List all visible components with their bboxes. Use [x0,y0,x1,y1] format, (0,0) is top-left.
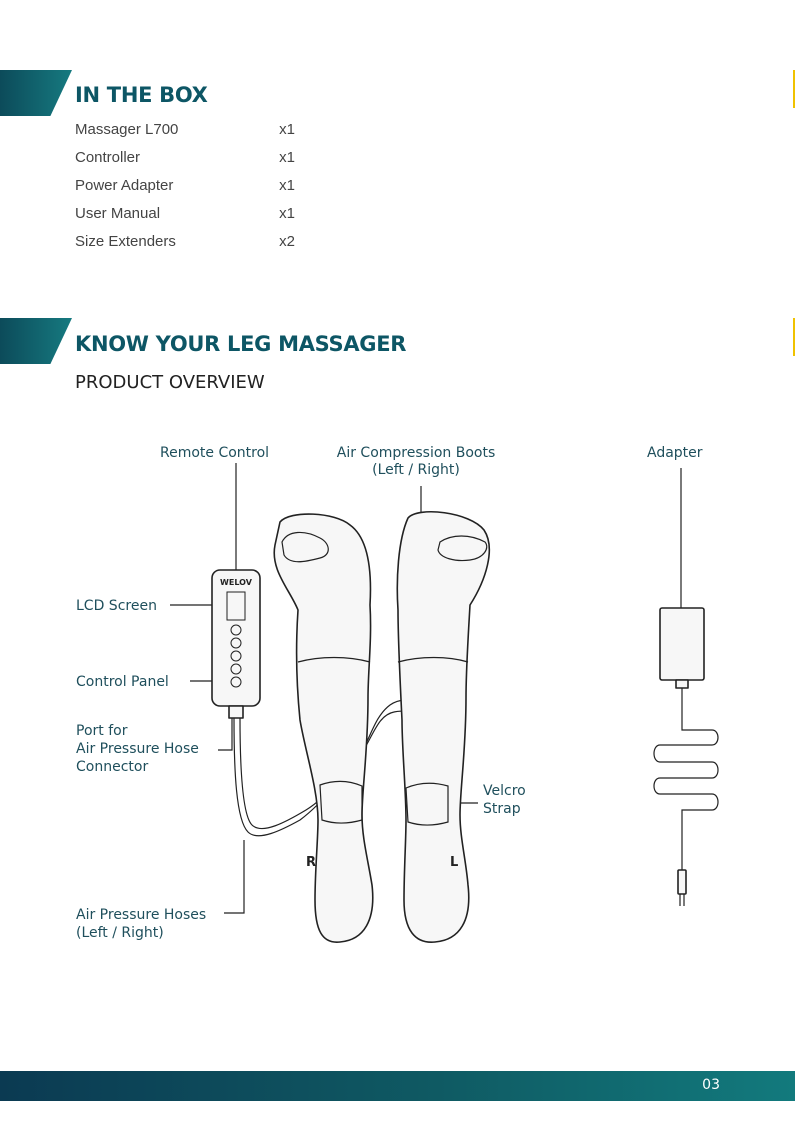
mode-button-icon [230,637,242,649]
leader-hoses [224,840,245,914]
adapter-plug [677,869,687,895]
label-hoses-2: (Left / Right) [76,925,164,941]
boot-left-band [397,656,469,663]
boot-right-outline [273,513,374,943]
boot-left-top-strap [437,535,488,562]
list-item: Power Adapter x1 [75,177,295,205]
remote-brand: WELOV [220,578,253,587]
boot-right-band [297,656,371,663]
boot-right: R [273,513,374,943]
boot-left-outline [396,511,491,943]
label-control-panel: Control Panel [76,674,169,690]
list-item: User Manual x1 [75,205,295,233]
timer-button-icon [230,676,242,688]
list-item: Massager L700 x1 [75,121,295,149]
heat-button-icon [230,663,242,675]
leader-port [218,714,233,751]
boot-right-velcro-strap [319,780,363,824]
label-velcro-2: Strap [483,801,521,817]
item-qty: x1 [279,121,295,138]
in-the-box-list: Massager L700 x1 Controller x1 Power Adapt… [75,121,295,261]
section-tab-know [0,318,72,364]
label-port-1: Port for [76,723,128,739]
boot-left-velcro-strap [405,782,449,826]
product-overview-title: PRODUCT OVERVIEW [75,372,265,393]
adapter-pin [679,894,685,906]
page-edge-marker [793,318,795,356]
page-number: 03 [702,1077,720,1093]
boot-left: L [396,511,491,943]
power-button-icon [230,624,242,636]
label-hoses-1: Air Pressure Hoses [76,907,206,923]
page-edge-marker [793,70,795,108]
list-item: Controller x1 [75,149,295,177]
list-item: Size Extenders x2 [75,233,295,261]
product-diagram: Remote Control Air Compression Boots (Le… [76,445,719,943]
label-port-3: Connector [76,759,148,775]
label-velcro-1: Velcro [483,783,526,799]
item-name: Size Extenders [75,233,176,250]
boot-right-top-strap [281,531,329,563]
adapter-body [659,607,705,681]
hose-port [228,705,244,719]
adapter [653,607,719,906]
item-qty: x1 [279,177,295,194]
label-port-2: Air Pressure Hose [76,741,199,757]
item-qty: x1 [279,205,295,222]
item-qty: x2 [279,233,295,250]
item-name: Power Adapter [75,177,174,194]
section-title-in-the-box: IN THE BOX [75,83,208,107]
label-lcd-screen: LCD Screen [76,598,157,614]
item-name: User Manual [75,205,161,222]
label-adapter: Adapter [647,445,703,461]
right-mark: R [306,855,316,870]
item-name: Controller [75,149,141,166]
item-qty: x1 [279,149,295,166]
section-title-know: KNOW YOUR LEG MASSAGER [75,332,407,356]
label-remote-control: Remote Control [160,445,269,461]
remote-control: WELOV [211,569,261,719]
label-boots-sub: (Left / Right) [372,462,460,478]
left-mark: L [450,855,458,870]
adapter-neck [675,679,689,689]
intensity-button-icon [230,650,242,662]
footer-bar: 03 [0,1071,795,1101]
label-boots: Air Compression Boots [337,445,495,461]
item-name: Massager L700 [75,121,179,138]
section-tab-in-the-box [0,70,72,116]
lcd-screen [226,591,246,621]
adapter-cable [653,688,719,870]
